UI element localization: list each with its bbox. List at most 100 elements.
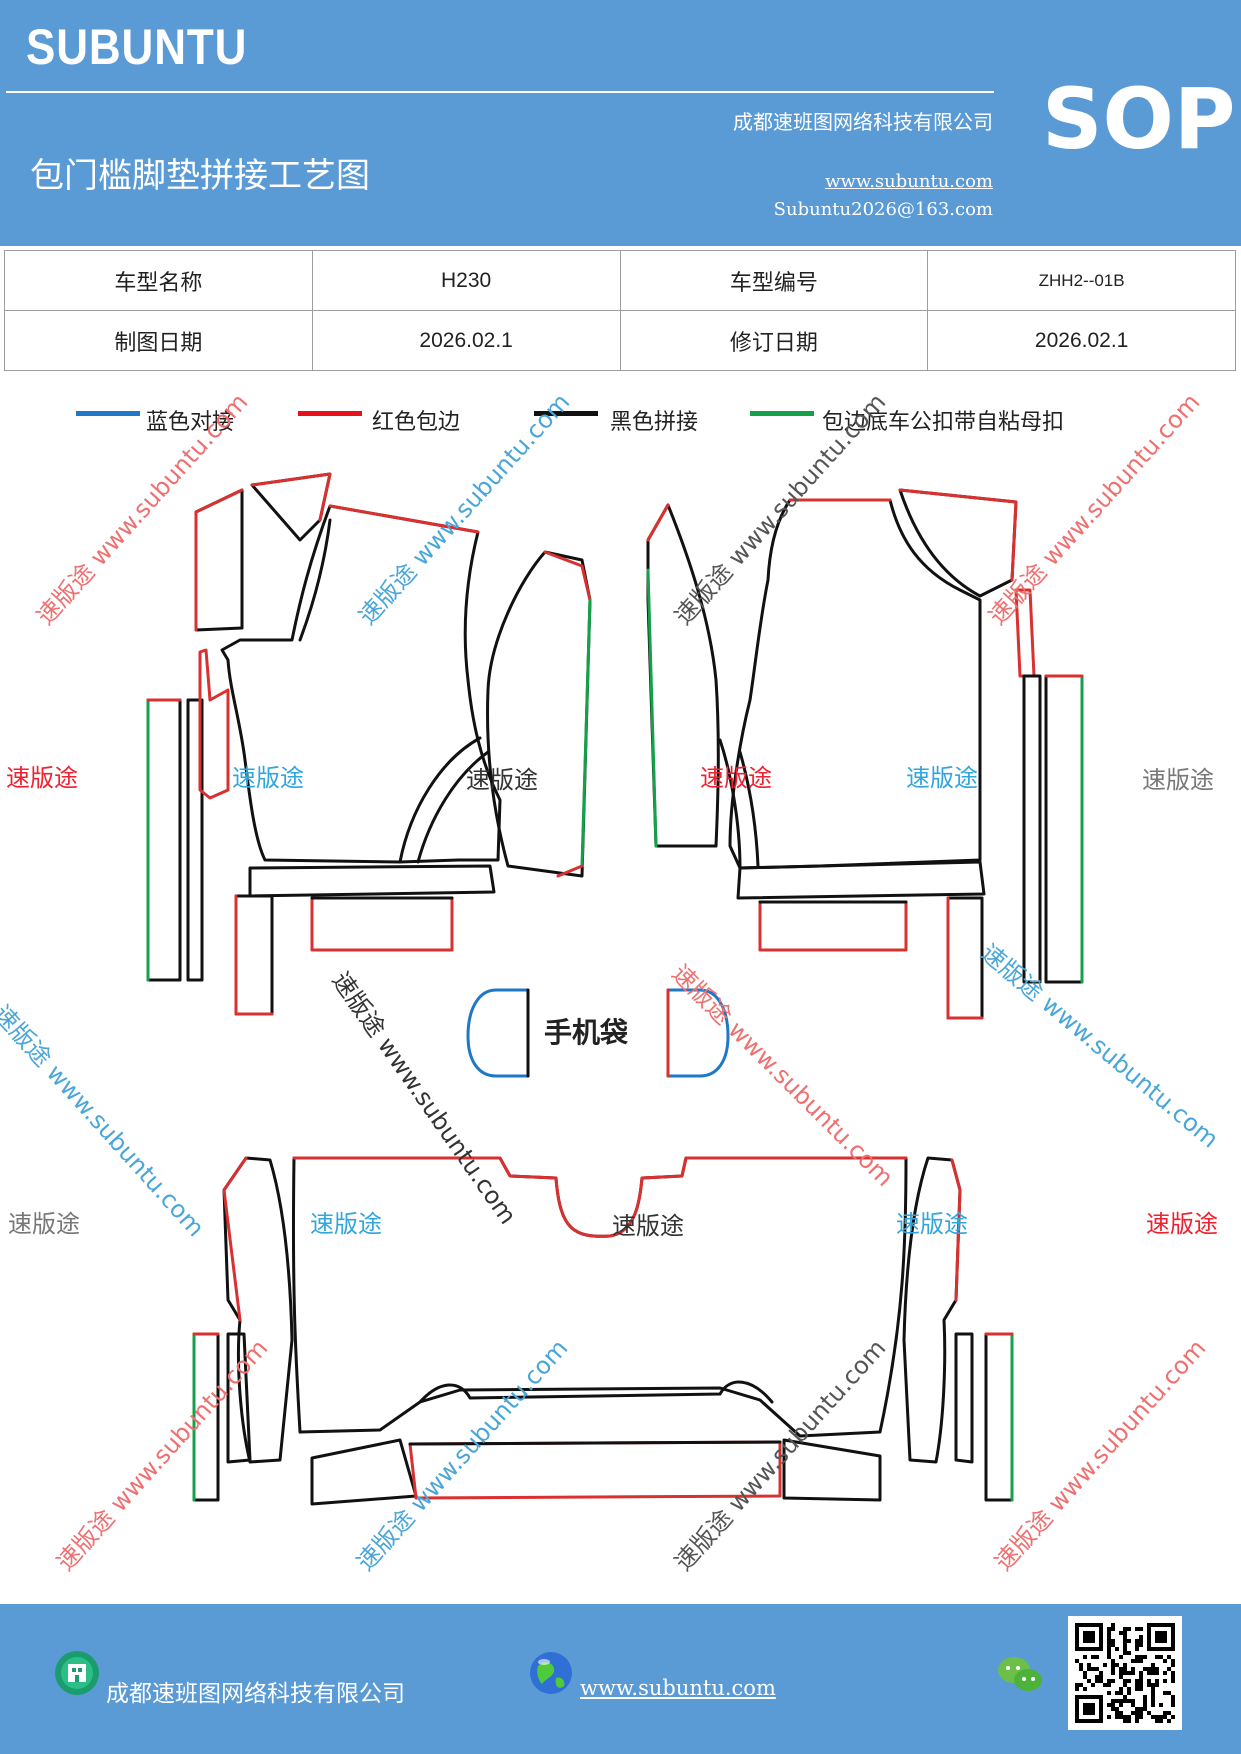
fl-left-sill-outer [146, 698, 182, 982]
rear-hump-strip [418, 1380, 774, 1404]
fr-top-right-edge [898, 488, 1018, 582]
legend-label: 黑色拼接 [610, 410, 699, 435]
fl-bottom-left-block [234, 894, 274, 1016]
header-bar: SUBUNTU 成都速班图网络科技有限公司 包门槛脚垫拼接工艺图 www.sub… [0, 0, 1241, 246]
table-row: 制图日期 2026.02.1 修订日期 2026.02.1 [4, 310, 1236, 371]
fl-narrow-strip-edge [194, 488, 244, 632]
header-email: Subuntu2026@163.com [773, 199, 993, 220]
footer-website-link[interactable]: www.subuntu.com [580, 1676, 776, 1700]
watermark-text: 速版途 [700, 764, 772, 792]
watermark-text: 速版途 [896, 1210, 968, 1238]
value-revise-date: 2026.02.1 [927, 310, 1236, 371]
fl-main-top-edge [328, 504, 480, 534]
watermark-text: 速版途 [612, 1212, 684, 1240]
fr-main-outline [728, 498, 982, 870]
watermark-text: 速版途 [906, 764, 978, 792]
fl-right-wedge-edge [543, 550, 592, 602]
info-table: 车型名称 H230 车型编号 ZHH2--01B 制图日期 2026.02.1 … [4, 250, 1236, 371]
company-icon [55, 1651, 99, 1695]
fl-right-wedge-red-bottom [556, 864, 584, 878]
brand-logo: SUBUNTU [26, 19, 248, 75]
legend-swatch-green [750, 411, 814, 416]
wechat-icon[interactable] [996, 1654, 1044, 1696]
watermark-text: 速版途 [1146, 1210, 1218, 1238]
legend-item-red: 红色包边 [298, 400, 498, 440]
phone-pocket-left [466, 988, 530, 1078]
rear-bottom-rect-top [408, 1440, 782, 1446]
label-model-code: 车型编号 [619, 250, 929, 311]
phone-pocket-right [666, 988, 730, 1078]
value-model-name: H230 [311, 250, 621, 311]
rear-mat-group [192, 1156, 1014, 1506]
rear-left-piece [222, 1156, 294, 1464]
table-row: 车型名称 H230 车型编号 ZHH2--01B [4, 250, 1236, 311]
watermark-text: 速版途 [310, 1210, 382, 1238]
value-draw-date: 2026.02.1 [311, 310, 621, 371]
label-draw-date: 制图日期 [4, 310, 313, 371]
legend-swatch-red [298, 411, 362, 416]
legend-label: 包边底车公扣带自粘母扣 [822, 410, 1065, 435]
fl-top-wedge-edge [250, 472, 332, 522]
watermark-text: 速版途 [232, 764, 304, 792]
rear-right-piece [902, 1156, 962, 1464]
sop-badge: SOP [1042, 70, 1236, 168]
header-website-link[interactable]: www.subuntu.com [825, 171, 993, 192]
fl-left-flap [198, 648, 230, 800]
footer-company: 成都速班图网络科技有限公司 [106, 1681, 405, 1707]
globe-icon [530, 1652, 572, 1694]
legend-item-black: 黑色拼接 [534, 400, 734, 440]
legend-item-green: 包边底车公扣带自粘母扣 [750, 400, 1120, 440]
fr-left-panel-green [646, 568, 658, 848]
rear-top-edge [292, 1156, 908, 1238]
fl-right-wedge [486, 550, 592, 878]
fr-bottom-right-block-edge [946, 896, 984, 1020]
fr-arc-strip-2 [738, 750, 760, 868]
rear-left-piece-edge [222, 1156, 248, 1322]
watermark-text: 速版途 [8, 1210, 80, 1238]
phone-pocket-label: 手机袋 [544, 1016, 629, 1049]
legend-label: 蓝色对接 [146, 410, 235, 435]
fl-right-wedge-green [580, 598, 592, 868]
front-left-mat-group [146, 472, 592, 1016]
fl-bottom-rect [310, 896, 454, 952]
fl-arc-strip-1 [398, 736, 482, 864]
phone-pocket-group [466, 988, 730, 1078]
fr-bottom-bar [736, 860, 986, 900]
legend-swatch-black [534, 411, 598, 416]
fl-left-sill-inner [186, 698, 204, 982]
fr-right-sill-inner [1022, 674, 1042, 984]
fl-main-outline [220, 504, 502, 864]
fl-arc-strip-2 [416, 750, 490, 864]
page-title: 包门槛脚垫拼接工艺图 [30, 156, 370, 196]
rear-left-inner [226, 1332, 252, 1464]
footer-bar: 成都速班图网络科技有限公司 www.subuntu.com [0, 1604, 1241, 1754]
qr-code-image [1068, 1616, 1182, 1730]
rear-right-piece-edge [950, 1158, 962, 1302]
fr-left-panel-edge [646, 503, 670, 542]
header-divider [6, 91, 994, 93]
legend-label: 红色包边 [372, 410, 461, 435]
label-revise-date: 修订日期 [619, 310, 929, 371]
fr-arc-strip-1 [718, 738, 742, 870]
rear-right-inner [954, 1332, 974, 1464]
watermark-text: 速版途 [466, 766, 538, 794]
legend-item-blue: 蓝色对接 [76, 400, 276, 440]
front-right-mat-group [646, 488, 1084, 1020]
fr-right-sill-outer [1044, 674, 1084, 984]
rear-bottom-right-bar [782, 1438, 882, 1502]
watermark-text: 速版途 [1142, 766, 1214, 794]
header-company: 成都速班图网络科技有限公司 [733, 110, 993, 134]
rear-right-sill [984, 1332, 1014, 1502]
label-model-name: 车型名称 [4, 250, 313, 311]
fr-left-panel [646, 503, 720, 848]
fr-bottom-rect [758, 900, 908, 952]
legend-swatch-blue [76, 411, 140, 416]
value-model-code: ZHH2--01B [927, 250, 1236, 311]
fl-bottom-left-block-edge [234, 894, 274, 1016]
fr-top-right-piece [898, 488, 1018, 598]
fl-narrow-strip [194, 488, 244, 632]
fl-bottom-bar [248, 864, 496, 898]
fl-inner-curve [298, 518, 332, 642]
qr-code-pattern [1075, 1623, 1175, 1723]
